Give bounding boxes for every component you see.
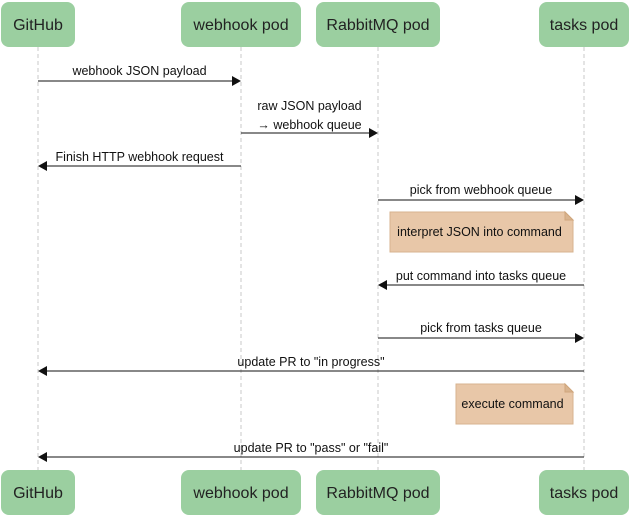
actor-box bbox=[316, 470, 440, 515]
arrowhead-icon bbox=[232, 76, 241, 86]
actor-rabbit-top: RabbitMQ pod bbox=[316, 2, 440, 47]
message-label: update PR to "in progress" bbox=[237, 355, 384, 369]
message-label: update PR to "pass" or "fail" bbox=[234, 441, 389, 455]
message-3: pick from webhook queue bbox=[378, 183, 584, 205]
actor-box bbox=[539, 470, 629, 515]
actor-github-bottom: GitHub bbox=[1, 470, 75, 515]
message-1: raw JSON payload → webhook queue bbox=[241, 99, 378, 138]
message-label: put command into tasks queue bbox=[396, 269, 566, 283]
actor-box bbox=[316, 2, 440, 47]
actor-label: webhook pod bbox=[192, 485, 288, 502]
actor-box bbox=[181, 2, 301, 47]
actor-label: GitHub bbox=[13, 485, 63, 502]
actor-label: webhook pod bbox=[192, 17, 288, 34]
message-label: pick from webhook queue bbox=[410, 183, 552, 197]
arrowhead-icon bbox=[575, 195, 584, 205]
actor-rabbit-bottom: RabbitMQ pod bbox=[316, 470, 440, 515]
message-7: update PR to "pass" or "fail" bbox=[38, 441, 584, 462]
message-label: raw JSON payload bbox=[257, 99, 361, 113]
actor-label: RabbitMQ pod bbox=[326, 485, 429, 502]
actor-box bbox=[1, 470, 75, 515]
message-2: Finish HTTP webhook request bbox=[38, 150, 241, 171]
note-box bbox=[389, 211, 574, 253]
note-0: interpret JSON into command bbox=[389, 210, 575, 253]
message-4: put command into tasks queue bbox=[378, 269, 584, 290]
note-fold-icon bbox=[564, 210, 575, 221]
actor-box bbox=[181, 470, 301, 515]
actor-box bbox=[1, 2, 75, 47]
message-label: webhook JSON payload bbox=[71, 64, 206, 78]
message-5: pick from tasks queue bbox=[378, 321, 584, 343]
arrowhead-icon bbox=[38, 366, 47, 376]
note-fold-icon bbox=[564, 382, 575, 393]
note-1: execute command bbox=[455, 382, 575, 425]
arrowhead-icon bbox=[378, 280, 387, 290]
actor-label: tasks pod bbox=[550, 17, 618, 34]
actor-label: RabbitMQ pod bbox=[326, 17, 429, 34]
actor-webhook-top: webhook pod bbox=[181, 2, 301, 47]
message-label: Finish HTTP webhook request bbox=[56, 150, 224, 164]
arrowhead-icon bbox=[575, 333, 584, 343]
actor-tasks-top: tasks pod bbox=[539, 2, 629, 47]
actor-box bbox=[539, 2, 629, 47]
actor-label: tasks pod bbox=[550, 485, 618, 502]
message-label: → webhook queue bbox=[257, 118, 361, 132]
actor-tasks-bottom: tasks pod bbox=[539, 470, 629, 515]
actor-label: GitHub bbox=[13, 17, 63, 34]
message-0: webhook JSON payload bbox=[38, 64, 241, 86]
message-label: pick from tasks queue bbox=[420, 321, 542, 335]
message-6: update PR to "in progress" bbox=[38, 355, 584, 376]
note-box bbox=[455, 383, 574, 425]
actor-webhook-bottom: webhook pod bbox=[181, 470, 301, 515]
note-text: interpret JSON into command bbox=[397, 225, 562, 239]
arrowhead-icon bbox=[38, 161, 47, 171]
arrowhead-icon bbox=[369, 128, 378, 138]
note-text: execute command bbox=[461, 397, 563, 411]
actor-github-top: GitHub bbox=[1, 2, 75, 47]
arrowhead-icon bbox=[38, 452, 47, 462]
